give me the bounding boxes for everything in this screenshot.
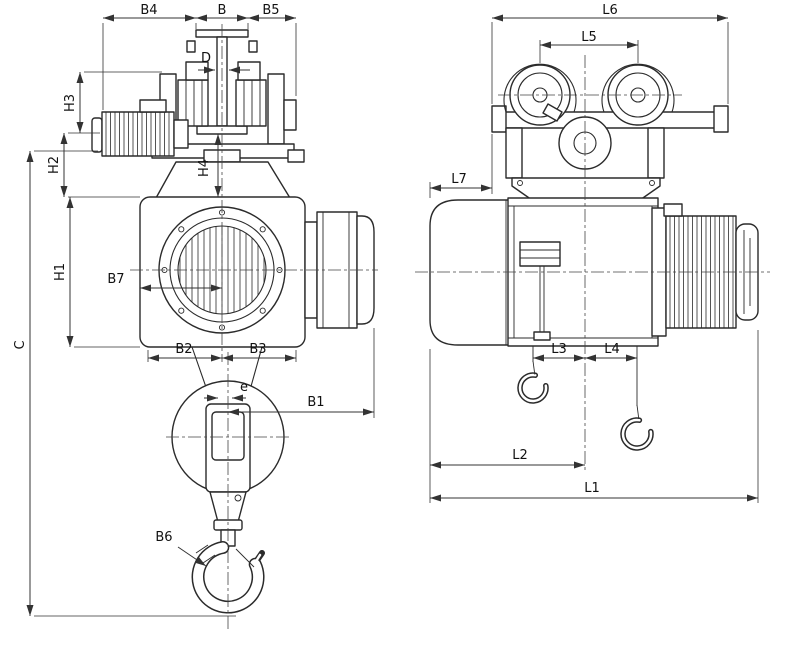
dim-label-l1: L1	[584, 481, 600, 496]
dim-label-b1: B1	[307, 395, 324, 410]
dim-label-b4: B4	[140, 3, 157, 18]
trolley-side-plate-right	[267, 73, 285, 145]
trolley-wheel-right	[235, 79, 267, 127]
side-view	[429, 63, 759, 451]
dim-label-l6: L6	[602, 3, 618, 18]
motor-cooling-fins	[105, 112, 170, 156]
dim-label-b7: B7	[107, 272, 124, 287]
trolley-wheel-left	[177, 79, 209, 127]
dim-label-h3: H3	[63, 94, 78, 112]
suspension-bracket	[511, 177, 661, 201]
dim-leader-b6	[177, 546, 207, 567]
dim-label-h2: H2	[47, 156, 62, 174]
dim-label-l5: L5	[581, 30, 597, 45]
dim-label-l7: L7	[451, 172, 467, 187]
dimension-labels: B4 B B5 D H3 H2 H1 H4 B7 B2 B3 e B1 B6 C…	[13, 3, 620, 545]
dim-label-c: C	[13, 340, 28, 349]
dim-label-l3: L3	[551, 342, 567, 357]
dimensions-front	[26, 14, 375, 617]
dim-label-l4: L4	[604, 342, 620, 357]
dimensions-side	[429, 14, 759, 503]
dim-label-h1: H1	[53, 263, 68, 281]
hoist-body-front	[139, 149, 375, 348]
dim-label-d: D	[201, 51, 211, 66]
front-view	[91, 29, 375, 614]
centerlines	[130, 24, 770, 632]
dim-label-b3: B3	[249, 342, 266, 357]
terminal-box	[519, 241, 561, 267]
flange-bolts	[161, 209, 283, 331]
travel-motor	[91, 99, 189, 157]
dim-label-l2: L2	[512, 448, 528, 463]
dim-label-b2: B2	[175, 342, 192, 357]
rope-drum-housing	[429, 199, 513, 346]
dim-label-b6: B6	[155, 530, 172, 545]
dim-label-b: B	[218, 3, 227, 18]
dim-label-b5: B5	[262, 3, 279, 18]
dim-label-e: e	[240, 380, 248, 395]
hooks-side	[517, 346, 654, 451]
trolley-side	[491, 63, 729, 201]
dim-label-h4: H4	[197, 159, 212, 177]
hook-safety-latch	[235, 548, 255, 568]
